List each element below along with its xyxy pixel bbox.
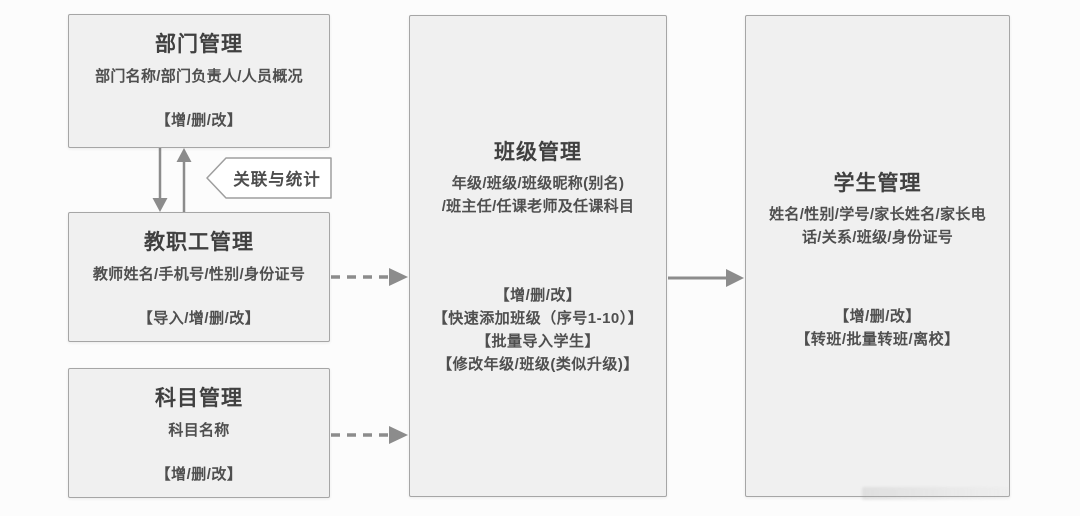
- box-fields: 姓名/性别/学号/家长姓名/家长电 话/关系/班级/身份证号: [752, 203, 1003, 249]
- action-line: 【转班/批量转班/离校】: [795, 331, 960, 348]
- arrow-staff-to-class: [331, 268, 408, 286]
- arrow-staff-to-dept: [176, 148, 192, 212]
- field-line: 姓名/性别/学号/家长姓名/家长电: [769, 206, 986, 223]
- arrow-subject-to-class: [331, 426, 408, 444]
- field-line: 年级/班级/班级昵称(别名): [451, 175, 625, 192]
- arrow-class-to-student: [668, 269, 744, 287]
- action-line: 【修改年级/班级(类似升级)】: [437, 356, 639, 373]
- action-line: 【增/删/改】: [155, 466, 243, 483]
- box-class-management[interactable]: 班级管理 年级/班级/班级昵称(别名) /班主任/任课老师及任课科目 【增/删/…: [409, 15, 667, 497]
- box-fields: 科目名称: [69, 419, 329, 442]
- box-fields: 教师姓名/手机号/性别/身份证号: [69, 263, 329, 286]
- field-line: 教师姓名/手机号/性别/身份证号: [92, 266, 306, 283]
- box-actions: 【增/删/改】 【快速添加班级（序号1-10）】 【批量导入学生】 【修改年级/…: [410, 284, 666, 376]
- action-line: 【增/删/改】: [834, 308, 921, 325]
- field-line: 话/关系/班级/身份证号: [801, 229, 954, 246]
- field-line: /班主任/任课老师及任课科目: [441, 198, 635, 215]
- box-department-management[interactable]: 部门管理 部门名称/部门负责人/人员概况 【增/删/改】: [68, 14, 330, 148]
- action-line: 【增/删/改】: [155, 112, 243, 129]
- action-line: 【导入/增/删/改】: [137, 310, 261, 327]
- box-actions: 【增/删/改】: [69, 463, 329, 486]
- box-actions: 【增/删/改】: [69, 109, 329, 132]
- action-line: 【批量导入学生】: [475, 333, 600, 350]
- action-line: 【快速添加班级（序号1-10）】: [432, 310, 644, 327]
- field-line: 部门名称/部门负责人/人员概况: [95, 68, 303, 85]
- box-staff-management[interactable]: 教职工管理 教师姓名/手机号/性别/身份证号 【导入/增/删/改】: [68, 212, 330, 342]
- box-actions: 【导入/增/删/改】: [69, 307, 329, 330]
- watermark: [862, 487, 1010, 500]
- box-actions: 【增/删/改】 【转班/批量转班/离校】: [752, 305, 1003, 351]
- box-subject-management[interactable]: 科目管理 科目名称 【增/删/改】: [68, 368, 330, 498]
- field-line: 科目名称: [168, 422, 230, 439]
- box-title: 部门管理: [155, 33, 243, 56]
- box-title: 教职工管理: [144, 231, 254, 254]
- box-fields: 部门名称/部门负责人/人员概况: [69, 65, 329, 88]
- box-title: 学生管理: [833, 172, 922, 195]
- action-line: 【增/删/改】: [494, 287, 582, 304]
- box-student-management[interactable]: 学生管理 姓名/性别/学号/家长姓名/家长电 话/关系/班级/身份证号 【增/删…: [745, 15, 1010, 497]
- box-fields: 年级/班级/班级昵称(别名) /班主任/任课老师及任课科目: [410, 172, 666, 218]
- arrow-dept-to-staff: [152, 148, 168, 212]
- box-title: 科目管理: [155, 387, 243, 410]
- box-title: 班级管理: [494, 141, 582, 164]
- callout-association-stats: 关联与统计: [233, 171, 321, 189]
